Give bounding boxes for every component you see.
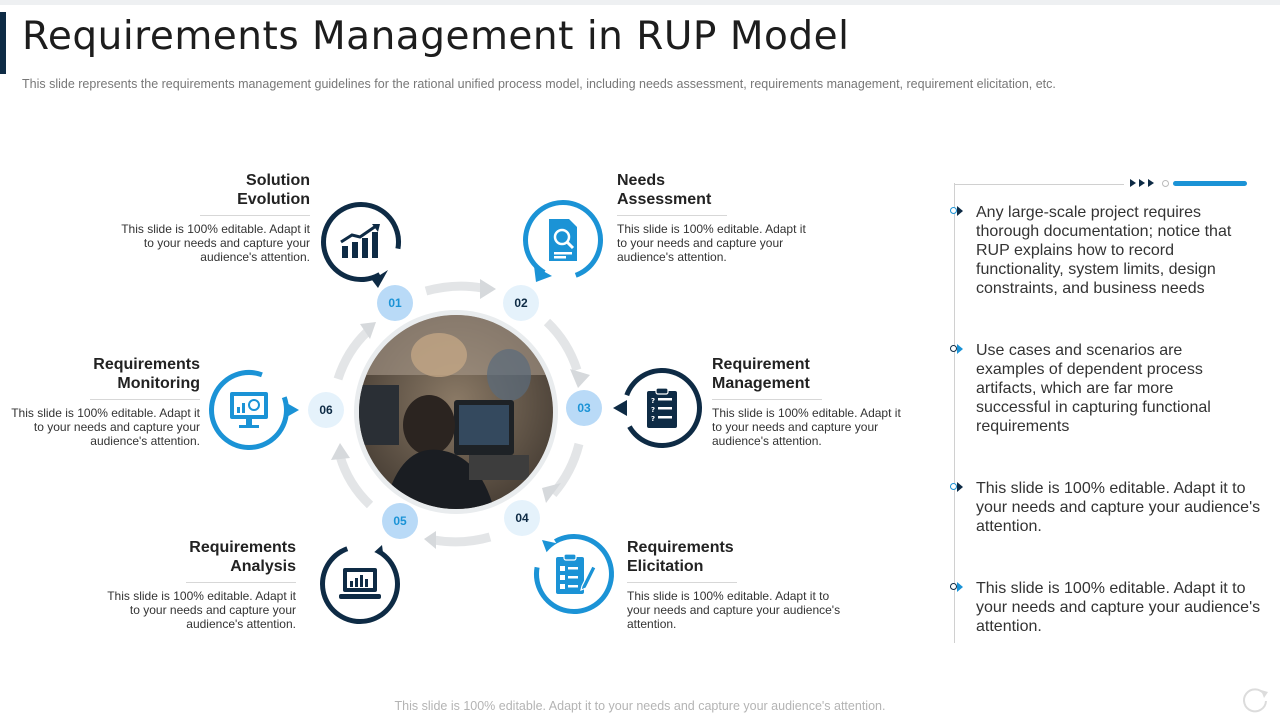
bullet-marker-icon xyxy=(950,482,963,492)
step-number-05: 05 xyxy=(382,503,418,539)
svg-text:?: ? xyxy=(651,406,655,414)
divider xyxy=(200,215,310,216)
bullet-marker-icon xyxy=(950,582,963,592)
step-description: This slide is 100% editable. Adapt it to… xyxy=(121,222,310,264)
step-block-requirement-management: Requirement Management This slide is 100… xyxy=(712,355,912,448)
step-number-02: 02 xyxy=(503,285,539,321)
step-number-03: 03 xyxy=(566,390,602,426)
footer-note: This slide is 100% editable. Adapt it to… xyxy=(394,699,886,713)
step-description: This slide is 100% editable. Adapt it to… xyxy=(11,406,200,448)
step-title: Requirement Management xyxy=(712,356,810,392)
step-block-requirements-analysis: Requirements Analysis This slide is 100%… xyxy=(96,538,296,631)
step-title: Needs Assessment xyxy=(617,172,712,208)
step-description: This slide is 100% editable. Adapt it to… xyxy=(617,222,806,264)
page-subtitle: This slide represents the requirements m… xyxy=(22,77,1056,91)
step-description: This slide is 100% editable. Adapt it to… xyxy=(712,406,901,448)
step-title: Requirements Elicitation xyxy=(627,539,734,575)
svg-text:?: ? xyxy=(651,397,655,405)
accent-bar xyxy=(1173,181,1247,186)
bullet-marker-icon xyxy=(950,206,963,216)
title-accent-bar xyxy=(0,12,6,74)
step-block-solution-evolution: Solution Evolution This slide is 100% ed… xyxy=(110,171,310,264)
step-number-04: 04 xyxy=(504,500,540,536)
side-point-2: Use cases and scenarios are examples of … xyxy=(976,342,1211,435)
step-title: Requirements Monitoring xyxy=(93,356,200,392)
monitor-dashboard-icon xyxy=(214,375,284,445)
document-search-icon xyxy=(528,205,598,275)
svg-text:?: ? xyxy=(651,415,655,423)
circle-icon xyxy=(1162,180,1169,187)
divider xyxy=(186,582,296,583)
step-title: Solution Evolution xyxy=(237,172,310,208)
step-block-requirements-elicitation: Requirements Elicitation This slide is 1… xyxy=(627,538,842,631)
step-block-requirements-monitoring: Requirements Monitoring This slide is 10… xyxy=(0,355,200,448)
divider xyxy=(617,215,727,216)
step-number-01: 01 xyxy=(377,285,413,321)
page-title: Requirements Management in RUP Model xyxy=(22,14,850,59)
side-point-3: This slide is 100% editable. Adapt it to… xyxy=(976,480,1261,535)
side-point-4: This slide is 100% editable. Adapt it to… xyxy=(976,580,1261,635)
step-description: This slide is 100% editable. Adapt it to… xyxy=(627,589,841,631)
top-bar xyxy=(0,0,1280,5)
side-point-1: Any large-scale project requires thoroug… xyxy=(976,204,1232,297)
side-notes-panel: Any large-scale project requires thoroug… xyxy=(950,179,1260,643)
growth-chart-icon xyxy=(326,207,396,277)
checklist-icon: ??? xyxy=(627,373,697,443)
divider xyxy=(90,399,200,400)
divider xyxy=(712,399,822,400)
timeline-line xyxy=(954,183,955,643)
divider xyxy=(627,582,737,583)
arrow-right-icon xyxy=(1130,179,1136,187)
timeline-top-line xyxy=(954,184,1124,185)
bullet-marker-icon xyxy=(950,344,963,354)
team-working-photo xyxy=(359,315,553,509)
step-block-needs-assessment: Needs Assessment This slide is 100% edit… xyxy=(617,171,817,264)
laptop-chart-icon xyxy=(325,549,395,619)
arrow-right-icon xyxy=(1139,179,1145,187)
step-number-06: 06 xyxy=(308,392,344,428)
refresh-icon xyxy=(1243,688,1268,713)
step-title: Requirements Analysis xyxy=(189,539,296,575)
arrow-right-icon xyxy=(1148,179,1154,187)
step-description: This slide is 100% editable. Adapt it to… xyxy=(107,589,296,631)
clipboard-pen-icon xyxy=(539,539,609,609)
